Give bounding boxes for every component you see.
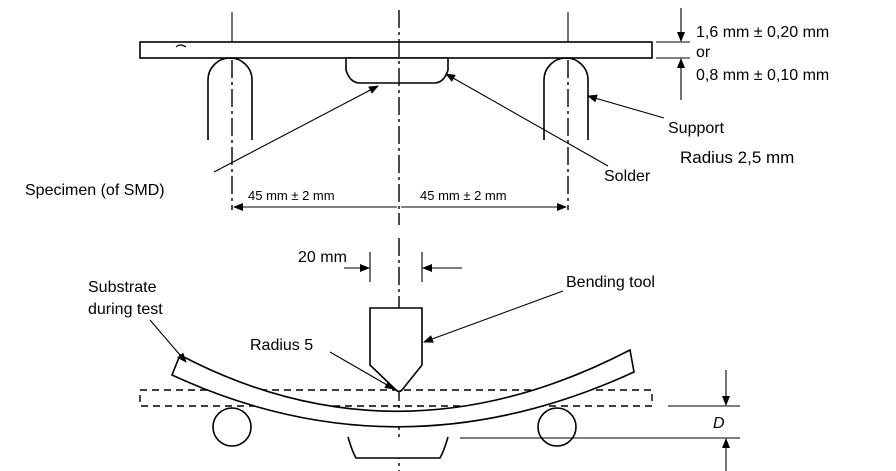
support-label: Support bbox=[668, 120, 725, 137]
thickness-value-1: 1,6 mm ± 0,20 mm bbox=[696, 24, 829, 41]
plate-mark bbox=[175, 44, 187, 48]
solder-leader bbox=[445, 73, 609, 167]
specimen-leader bbox=[213, 85, 379, 173]
support-leader bbox=[587, 94, 665, 119]
substrate-plate bbox=[139, 41, 653, 59]
bending-tool-label: Bending tool bbox=[566, 274, 655, 291]
bending-tool bbox=[369, 307, 423, 393]
thickness-dimension bbox=[656, 8, 690, 100]
span-left-label: 45 mm ± 2 mm bbox=[248, 188, 335, 203]
smd-specimen bbox=[345, 57, 449, 84]
substrate-leader bbox=[149, 319, 187, 363]
thickness-value-2: 0,8 mm ± 0,10 mm bbox=[696, 67, 829, 84]
deflection-label: D bbox=[713, 415, 725, 432]
bottom-view: 20 mm Bending tool Substrate during test… bbox=[88, 238, 740, 471]
left-support bbox=[207, 57, 253, 140]
top-view: 1,6 mm ± 0,20 mm or 0,8 mm ± 0,10 mm Sup… bbox=[25, 8, 829, 225]
thickness-or: or bbox=[696, 44, 711, 61]
support-radius-label: Radius 2,5 mm bbox=[680, 148, 794, 167]
substrate-label-1: Substrate bbox=[88, 279, 157, 296]
bent-substrate bbox=[170, 348, 635, 428]
bending-tool-leader bbox=[423, 290, 564, 343]
radius-leader bbox=[329, 351, 395, 390]
left-roller bbox=[212, 407, 252, 447]
right-roller bbox=[537, 407, 577, 447]
specimen-during-test bbox=[347, 436, 449, 459]
solder-label: Solder bbox=[604, 168, 651, 185]
radius-label: Radius 5 bbox=[250, 337, 313, 354]
substrate-label-2: during test bbox=[88, 301, 163, 318]
right-support bbox=[543, 57, 589, 140]
tool-width-label: 20 mm bbox=[298, 249, 347, 266]
specimen-label: Specimen (of SMD) bbox=[25, 182, 165, 199]
span-right-label: 45 mm ± 2 mm bbox=[420, 188, 507, 203]
